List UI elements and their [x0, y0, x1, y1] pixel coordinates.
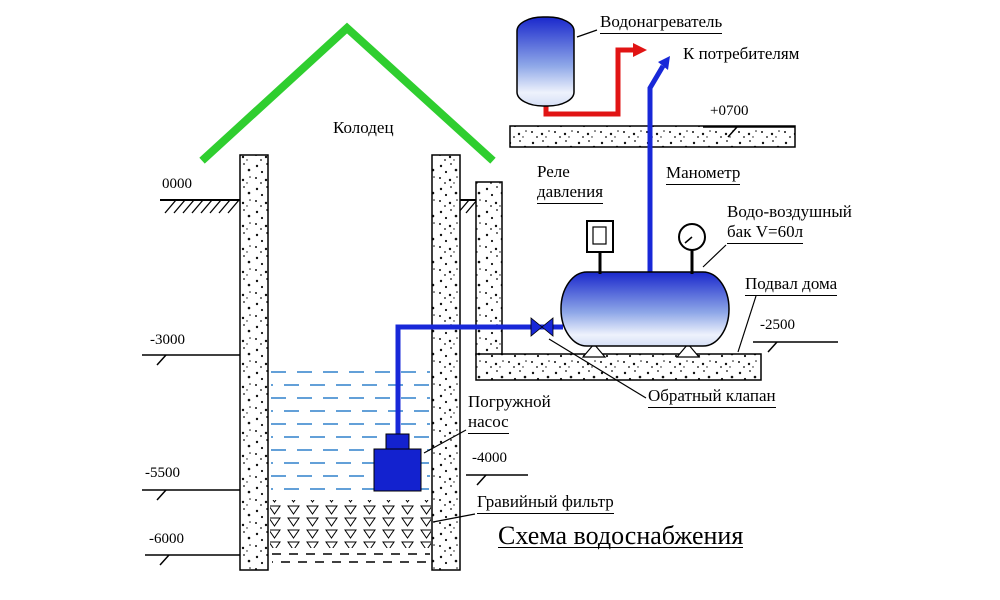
roof: [199, 22, 496, 164]
check-valve-leader: [548, 338, 647, 399]
air-tank-label-line1: Водо-воздушный: [727, 202, 852, 221]
leader-lines: [423, 29, 757, 523]
water-heater-label: Водонагреватель: [600, 12, 723, 34]
check-valve-label: Обратный клапан: [648, 386, 776, 408]
air-tank-label: Водо-воздушный бак V=60л: [727, 202, 852, 244]
tank-leg-right: [675, 343, 701, 358]
gravel-filter-label: Гравийный фильтр: [477, 492, 614, 514]
level-marks: [142, 126, 838, 566]
to-consumers-label: К потребителям: [683, 44, 800, 63]
pump-leader: [423, 429, 467, 454]
gravel-leader: [432, 513, 476, 523]
well-left-wall: [239, 154, 269, 571]
elevation-minus-5500: -5500: [145, 465, 180, 481]
diagram-title: Схема водоснабжения: [498, 521, 744, 550]
ground-hatch: [160, 199, 478, 214]
manometer: [678, 223, 706, 274]
gravel-filter-zone: [270, 500, 431, 548]
water-heater: [516, 16, 575, 107]
pump-label-line2: насос: [468, 412, 509, 434]
well-label: Колодец: [333, 118, 394, 137]
heater-leader: [576, 29, 598, 38]
pressure-relay-label-line1: Реле: [537, 162, 570, 181]
basement-label: Подвал дома: [745, 274, 838, 296]
pressure-relay-label-line2: давления: [537, 182, 604, 204]
air-tank: [560, 271, 730, 358]
pressure-relay: [586, 220, 614, 274]
hot-water-pipe: [543, 47, 633, 117]
well-water: [271, 371, 430, 490]
elevation-plus-0700: +0700: [710, 103, 749, 119]
elevation-minus-6000: -6000: [149, 531, 184, 547]
tank-body: [560, 271, 730, 347]
supply-arrow: [658, 56, 670, 70]
elevation-minus-3000: -3000: [150, 332, 185, 348]
check-valve: [530, 317, 554, 337]
basement-floor: [475, 353, 762, 381]
tank-leader: [702, 244, 727, 268]
pump-label: Погружной насос: [468, 392, 551, 434]
tank-leg-left: [581, 343, 607, 358]
basement-leader: [737, 295, 757, 353]
submersible-pump: [373, 433, 422, 492]
pump-neck: [385, 433, 410, 451]
hot-water-arrow: [633, 43, 647, 57]
elevation-0000: 0000: [162, 176, 192, 192]
well-right-wall: [431, 154, 461, 571]
air-tank-label-line2: бак V=60л: [727, 222, 804, 244]
elevation-minus-2500: -2500: [760, 317, 795, 333]
pump-body: [373, 448, 422, 492]
pipes: [395, 43, 670, 436]
basement-structure: [475, 125, 796, 381]
manometer-label: Манометр: [666, 163, 741, 185]
supply-riser-pipe: [647, 64, 666, 272]
pressure-relay-label: Реле давления: [537, 162, 604, 204]
cold-water-pipe: [395, 324, 563, 436]
pump-label-line1: Погружной: [468, 392, 551, 411]
elevation-minus-4000: -4000: [472, 450, 507, 466]
well-bottom-dashes: [272, 553, 430, 563]
